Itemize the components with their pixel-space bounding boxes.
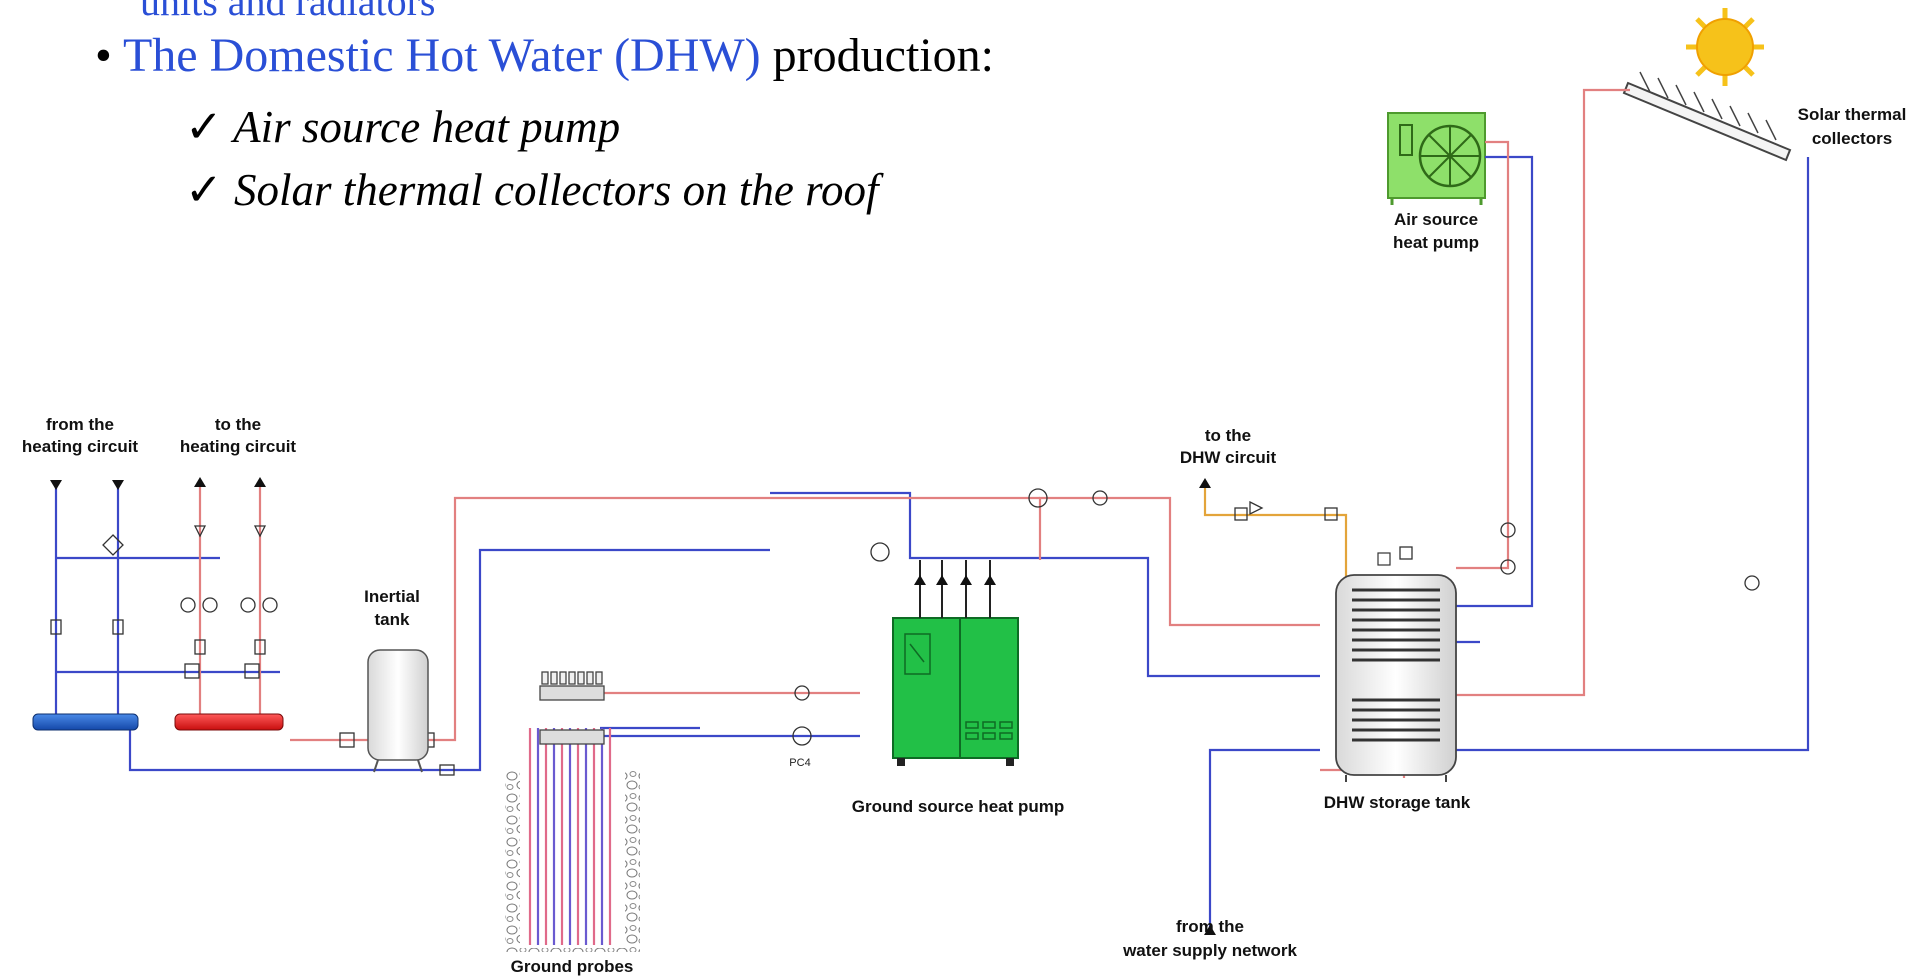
dhw-storage-tank <box>1335 552 1457 782</box>
solar-collector-icon <box>1622 71 1792 162</box>
ground-borehole <box>505 671 640 952</box>
inertial-tank <box>367 649 429 773</box>
check-icon: ✓ <box>185 165 223 215</box>
subitem-text: Air source heat pump <box>233 102 621 152</box>
cut-off-line: units and radiators <box>140 0 436 24</box>
label-dhw-storage-tank: DHW storage tank <box>1324 793 1471 812</box>
ground-source-heat-pump-unit <box>892 560 1019 766</box>
air-source-heat-pump-unit <box>1387 112 1486 205</box>
label-ground-source-heat-pump: Ground source heat pump <box>852 797 1065 816</box>
hot-manifold <box>174 713 284 731</box>
pipe-network <box>54 88 1810 935</box>
sun-icon <box>1686 8 1764 86</box>
label-ground-probes: Ground probes <box>511 957 634 976</box>
bullet-highlight: The Domestic Hot Water (DHW) <box>122 29 761 82</box>
check-icon: ✓ <box>185 102 223 152</box>
subitem-text: Solar thermal collectors on the roof <box>233 165 879 215</box>
bullet-marker: • <box>95 29 112 82</box>
slide-text: units and radiators • The Domestic Hot W… <box>0 0 1250 280</box>
bullet-rest: production: <box>772 29 994 82</box>
heating-circuit-arrows <box>50 477 1216 935</box>
subitem-air-source: ✓ Air source heat pump <box>185 100 620 153</box>
bullet-dhw-production: • The Domestic Hot Water (DHW) productio… <box>95 28 994 83</box>
cold-manifold <box>32 713 139 731</box>
label-pc4: PC4 <box>789 757 810 769</box>
subitem-solar: ✓ Solar thermal collectors on the roof <box>185 163 879 216</box>
